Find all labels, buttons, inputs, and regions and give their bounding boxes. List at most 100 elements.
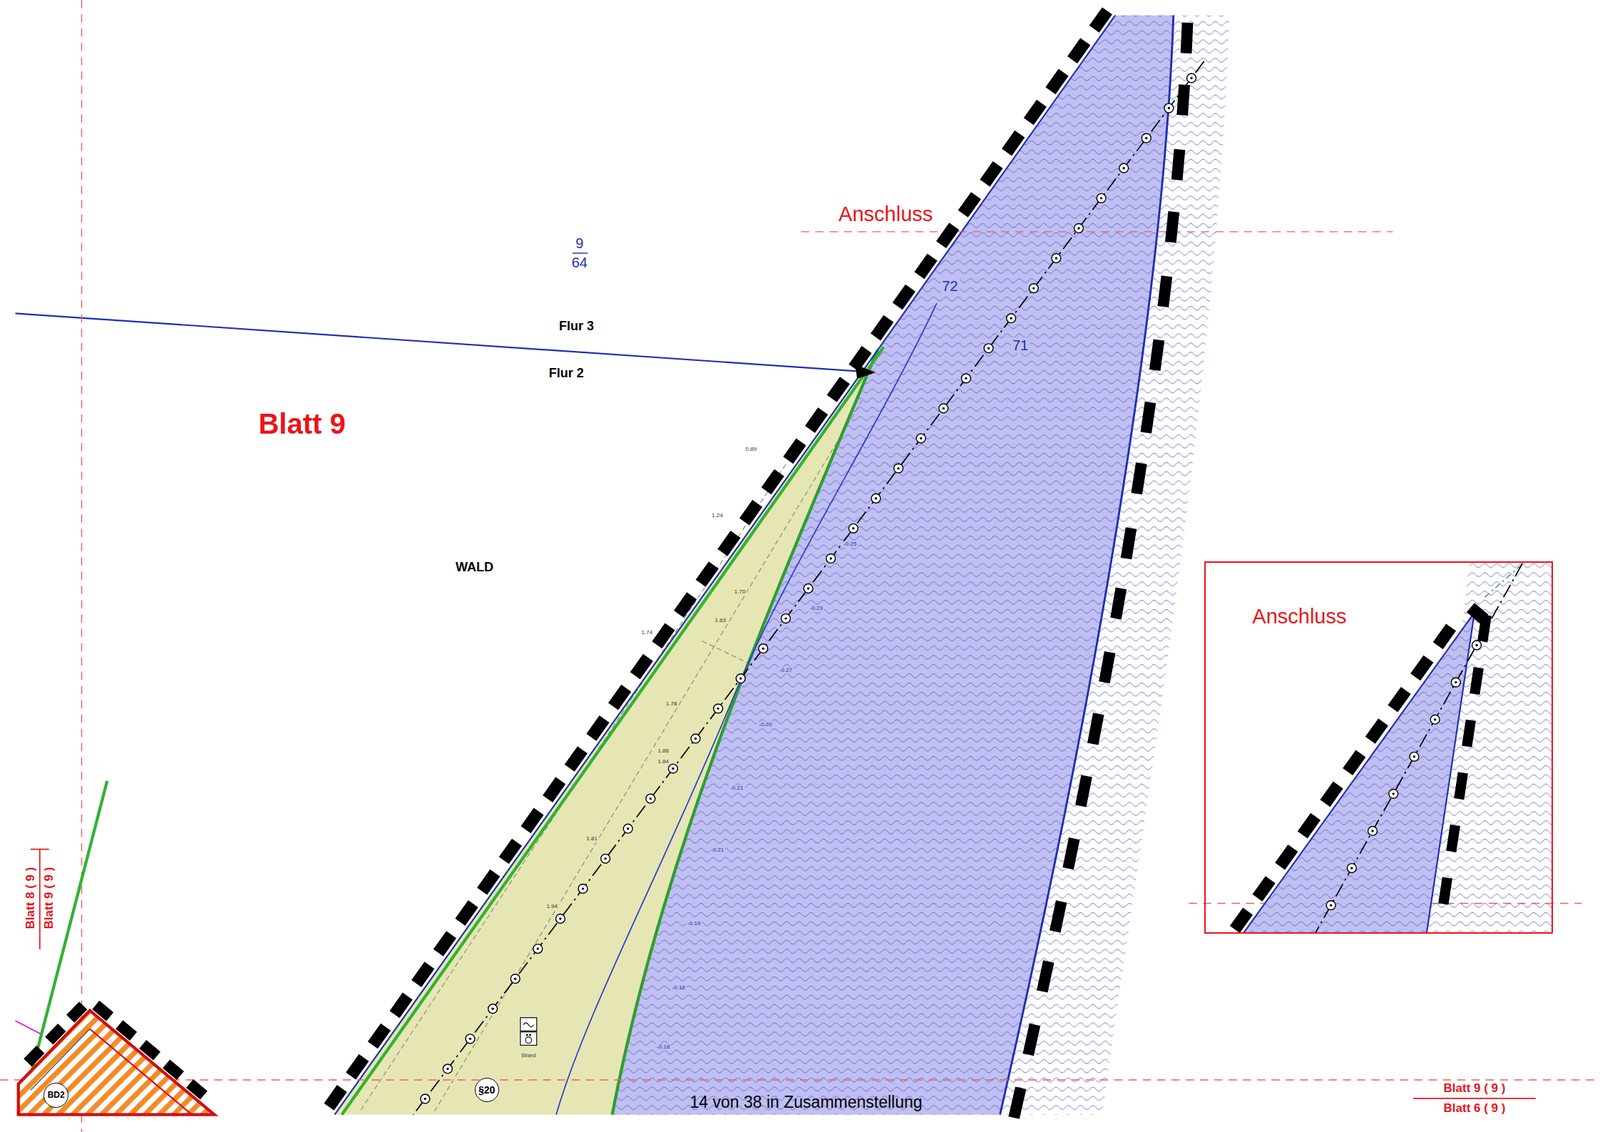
slope-tooth bbox=[1297, 812, 1321, 839]
survey-point-dot bbox=[762, 646, 765, 649]
slope-tooth bbox=[1433, 623, 1456, 650]
survey-point-dot bbox=[1100, 196, 1103, 199]
survey-point-dot bbox=[1392, 792, 1395, 795]
survey-point bbox=[645, 793, 656, 803]
survey-point bbox=[848, 523, 858, 533]
slope-tooth bbox=[115, 1019, 137, 1041]
map-label: 0.89 bbox=[744, 445, 759, 453]
survey-point bbox=[623, 823, 633, 833]
beach-symbol bbox=[520, 1017, 537, 1046]
slope-tooth bbox=[1176, 84, 1191, 116]
map-label: -0.25 bbox=[842, 540, 858, 547]
survey-point bbox=[894, 463, 904, 473]
survey-point-dot bbox=[1167, 106, 1171, 110]
paragraph-symbol: §20 bbox=[474, 1077, 500, 1102]
slope-tooth bbox=[761, 469, 785, 495]
survey-point bbox=[916, 433, 926, 443]
map-label: 1.84 bbox=[655, 757, 671, 765]
map-label: Blatt 9 bbox=[258, 407, 346, 440]
survey-point bbox=[465, 1033, 475, 1044]
survey-point-dot bbox=[491, 1007, 494, 1010]
survey-point bbox=[961, 373, 971, 383]
slope-tooth bbox=[520, 807, 544, 834]
slope-tooth bbox=[367, 1023, 391, 1049]
survey-point bbox=[690, 733, 701, 743]
inset-drawing bbox=[1242, 561, 1553, 932]
survey-point-dot bbox=[919, 437, 922, 440]
survey-point bbox=[510, 973, 520, 984]
survey-point bbox=[1141, 133, 1151, 143]
survey-point-dot bbox=[1077, 226, 1080, 229]
survey-point-dot bbox=[829, 556, 833, 560]
slope-tooth bbox=[1157, 275, 1173, 307]
survey-point-dot bbox=[1190, 77, 1193, 80]
survey-point bbox=[601, 853, 611, 863]
slope-tooth bbox=[91, 1000, 114, 1022]
slope-tooth bbox=[1140, 401, 1156, 434]
survey-point-dot bbox=[649, 797, 652, 800]
slope-tooth bbox=[1149, 338, 1165, 371]
survey-point-dot bbox=[694, 737, 697, 740]
slope-tooth bbox=[1461, 719, 1476, 748]
slope-tooth bbox=[186, 1078, 208, 1100]
survey-point bbox=[1096, 193, 1106, 203]
slope-tooth bbox=[1062, 837, 1080, 870]
slope-tooth bbox=[454, 899, 478, 926]
survey-point-dot bbox=[1055, 256, 1058, 259]
slope-tooth bbox=[542, 776, 566, 803]
survey-point-dot bbox=[1454, 680, 1457, 684]
slope-tooth bbox=[1469, 666, 1484, 695]
slope-tooth bbox=[1120, 526, 1138, 560]
map-label: -0.20 bbox=[757, 721, 773, 728]
survey-point-dot bbox=[671, 767, 674, 770]
slope-tooth bbox=[782, 438, 806, 465]
survey-point bbox=[1006, 313, 1017, 323]
survey-point bbox=[1450, 677, 1461, 687]
map-label: Anschluss bbox=[838, 203, 933, 227]
slope-tooth bbox=[739, 499, 763, 526]
survey-point bbox=[578, 883, 588, 893]
slope-tooth bbox=[139, 1039, 161, 1061]
survey-point-dot bbox=[1475, 643, 1478, 646]
map-label: -0.18 bbox=[670, 984, 687, 992]
survey-point-dot bbox=[603, 857, 607, 860]
survey-point-dot bbox=[964, 377, 967, 380]
survey-point bbox=[1187, 73, 1197, 83]
map-label: -0.21 bbox=[728, 784, 745, 791]
slope-tooth bbox=[608, 684, 632, 711]
survey-point-dot bbox=[559, 916, 562, 920]
map-label: Blatt 6 ( 9 ) bbox=[1443, 1101, 1506, 1116]
map-label: Flur 3 bbox=[559, 319, 594, 334]
map-label: Blatt 9 ( 9 ) bbox=[1443, 1080, 1506, 1095]
survey-point-dot bbox=[1009, 316, 1012, 319]
map-label: WALD bbox=[455, 560, 494, 575]
slope-tooth bbox=[1252, 875, 1275, 902]
slope-tooth bbox=[323, 1084, 347, 1111]
survey-point bbox=[1028, 283, 1039, 294]
survey-point bbox=[1430, 714, 1440, 724]
survey-point-dot bbox=[739, 677, 742, 680]
survey-point bbox=[735, 673, 746, 684]
survey-point-dot bbox=[1145, 136, 1148, 140]
map-label: Strand bbox=[519, 1052, 538, 1059]
slope-tooth bbox=[1067, 37, 1091, 64]
map-label: -0.19 bbox=[685, 920, 702, 927]
slope-tooth bbox=[162, 1058, 184, 1080]
survey-point-dot bbox=[1433, 718, 1437, 721]
map-label: 9 bbox=[575, 235, 584, 251]
map-label: -0.27 bbox=[777, 667, 794, 674]
slope-tooth bbox=[345, 1053, 369, 1080]
survey-point bbox=[939, 403, 949, 413]
survey-point bbox=[1346, 863, 1357, 873]
slope-tooth bbox=[630, 653, 654, 680]
slope-tooth bbox=[1171, 149, 1186, 181]
survey-point bbox=[871, 493, 881, 503]
slope-tooth bbox=[914, 253, 937, 280]
survey-point bbox=[1164, 103, 1174, 113]
survey-line bbox=[413, 61, 1523, 1115]
water-line bbox=[556, 303, 937, 1115]
map-label: 72 bbox=[940, 278, 960, 294]
survey-point bbox=[1388, 788, 1399, 798]
survey-point-dot bbox=[716, 707, 719, 710]
